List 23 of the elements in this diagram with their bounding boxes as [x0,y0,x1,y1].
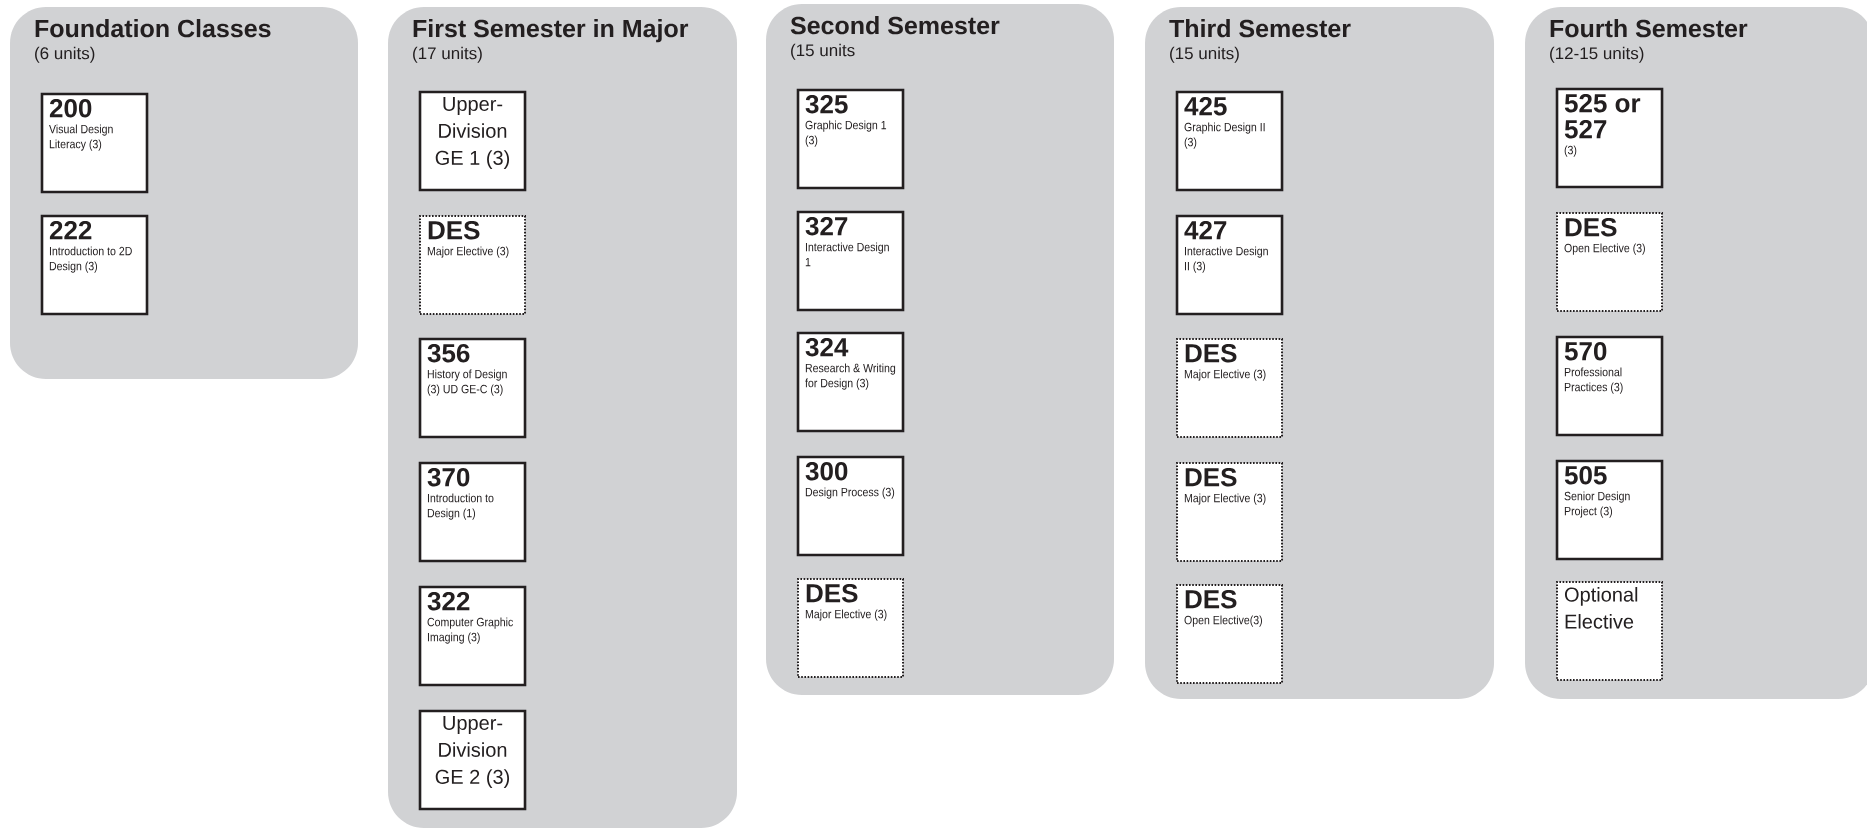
course-box: 356 History of Design (3) UD GE-C (3) [418,337,527,439]
course-box: 525 or 527 (3) [1555,87,1664,189]
elective-box: DES Open Elective (3) [1556,212,1663,312]
course-box: 324 Research & Writing for Design (3) [796,331,905,433]
elective-box: DES Open Elective(3) [1176,584,1283,684]
course-box: 300 Design Process (3) [796,455,905,557]
course-box: 327 Interactive Design 1 [796,210,905,312]
course-box: 505 Senior Design Project (3) [1555,459,1664,561]
elective-box: DES Major Elective (3) [797,578,904,678]
elective-box: DES Major Elective (3) [1176,462,1283,562]
elective-box: Optional Elective [1556,581,1663,681]
course-box: 570 Professional Practices (3) [1555,335,1664,437]
course-box: 222 Introduction to 2D Design (3) [40,214,149,316]
course-box: 425 Graphic Design II (3) [1175,90,1284,192]
course-box: Upper-Division GE 1 (3) [418,90,527,192]
course-box: 427 Interactive Design II (3) [1175,214,1284,316]
course-box: Upper-Division GE 2 (3) [418,709,527,811]
course-box: 370 Introduction to Design (1) [418,461,527,563]
course-box: 325 Graphic Design 1 (3) [796,88,905,190]
elective-box: DES Major Elective (3) [419,215,526,315]
course-box: 200 Visual Design Literacy (3) [40,92,149,194]
course-box: 322 Computer Graphic Imaging (3) [418,585,527,687]
elective-box: DES Major Elective (3) [1176,338,1283,438]
